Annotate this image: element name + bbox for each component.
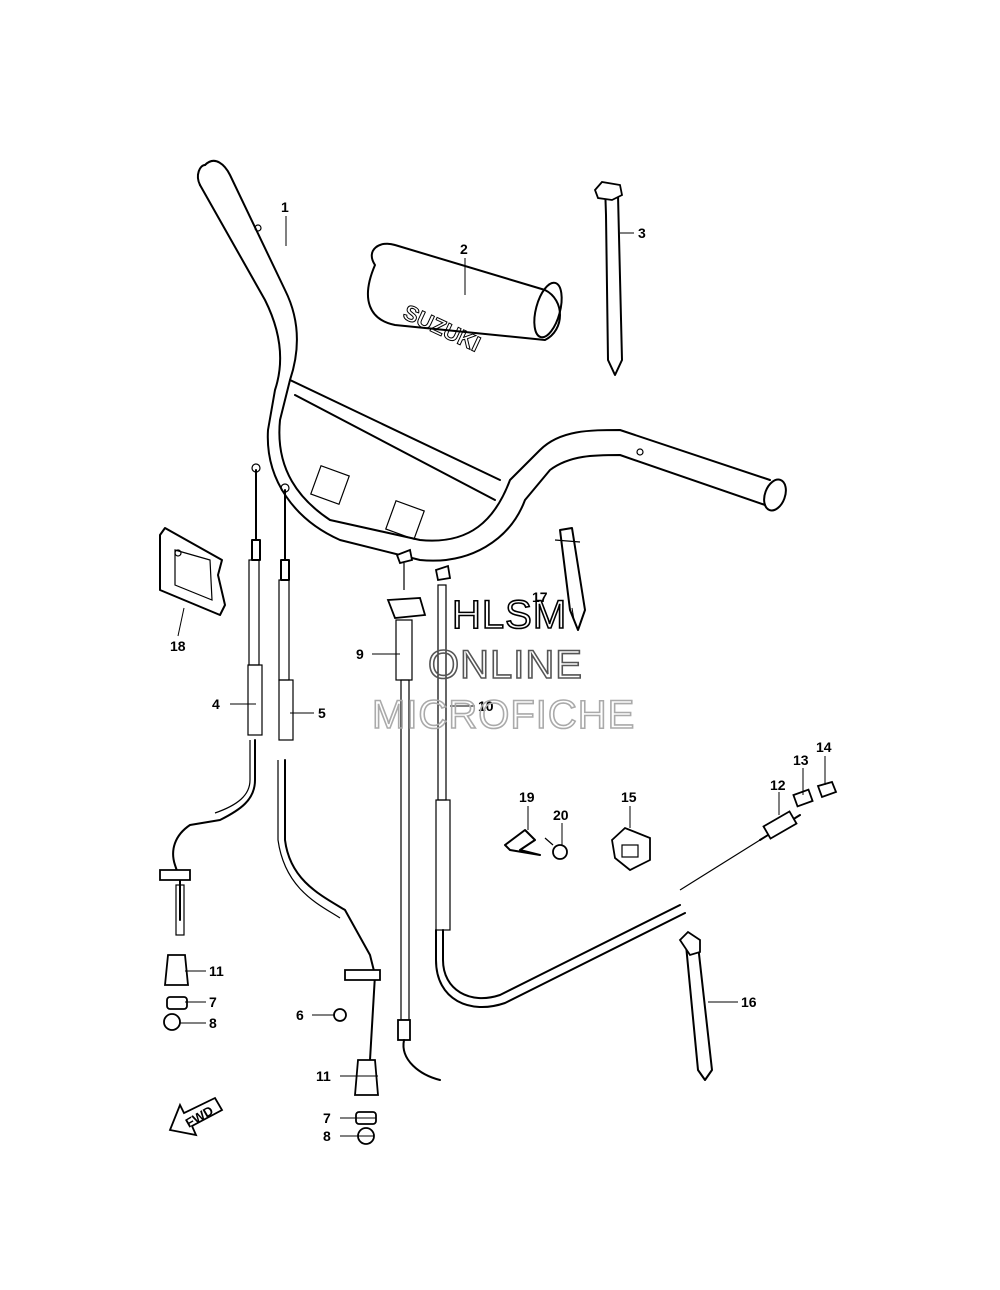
nut-13-part [792,788,814,808]
callout-17: 17 [532,589,548,605]
watermark: HLSM ONLINE MICROFICHE [371,592,635,738]
watermark-line-1: HLSM [452,593,567,637]
handlebar-pad-part: SUZUKI [366,242,563,357]
cable-tie-16-part [678,930,713,1081]
callout-14: 14 [816,739,832,755]
cable-5-part [277,483,381,1061]
callout-13: 13 [793,752,809,768]
bolt-20-part [544,837,568,860]
callout-11-lower: 11 [316,1068,331,1084]
nut-8-left-part [163,1013,181,1031]
callout-2: 2 [460,241,468,257]
callout-1: 1 [281,199,289,215]
cable-tie-3-part [593,181,624,376]
fwd-arrow: FWD [168,1096,224,1137]
callout-19: 19 [519,789,535,805]
callout-5: 5 [318,705,326,721]
leader-lines [177,216,826,1137]
pad-logo-text: SUZUKI [400,300,485,357]
adjuster-12-part [759,810,801,841]
watermark-line-2: ONLINE [428,643,583,687]
callout-3: 3 [638,225,646,241]
boot-11-left-part [164,954,189,986]
callout-18: 18 [170,638,186,654]
holder-7-left-part [166,996,188,1010]
callout-6: 6 [296,1007,304,1023]
callout-16: 16 [741,994,757,1010]
boot-11-lower-part [354,1059,379,1096]
watermark-line-3: MICROFICHE [372,693,635,737]
callout-8-left: 8 [209,1015,217,1031]
callout-11-left: 11 [209,963,224,979]
callout-9: 9 [356,646,364,662]
callout-12: 12 [770,777,786,793]
bracket-18-part [159,527,226,616]
callout-4: 4 [212,696,220,712]
clamp-17-part [554,527,586,631]
handlebar-part [196,159,787,562]
callout-15: 15 [621,789,637,805]
nut-14-part [816,780,838,799]
bolt-6-part [333,1008,347,1022]
callout-20: 20 [553,807,569,823]
cable-9-part [386,548,441,1081]
cable-4-part [159,463,263,936]
holder-15-part [611,826,651,872]
callout-7-left: 7 [209,994,217,1010]
callout-7-lower: 7 [323,1110,331,1126]
clip-19-part [504,829,541,856]
callout-8-lower: 8 [323,1128,331,1144]
callout-10: 10 [478,698,494,714]
cable-10-part [434,564,761,1008]
